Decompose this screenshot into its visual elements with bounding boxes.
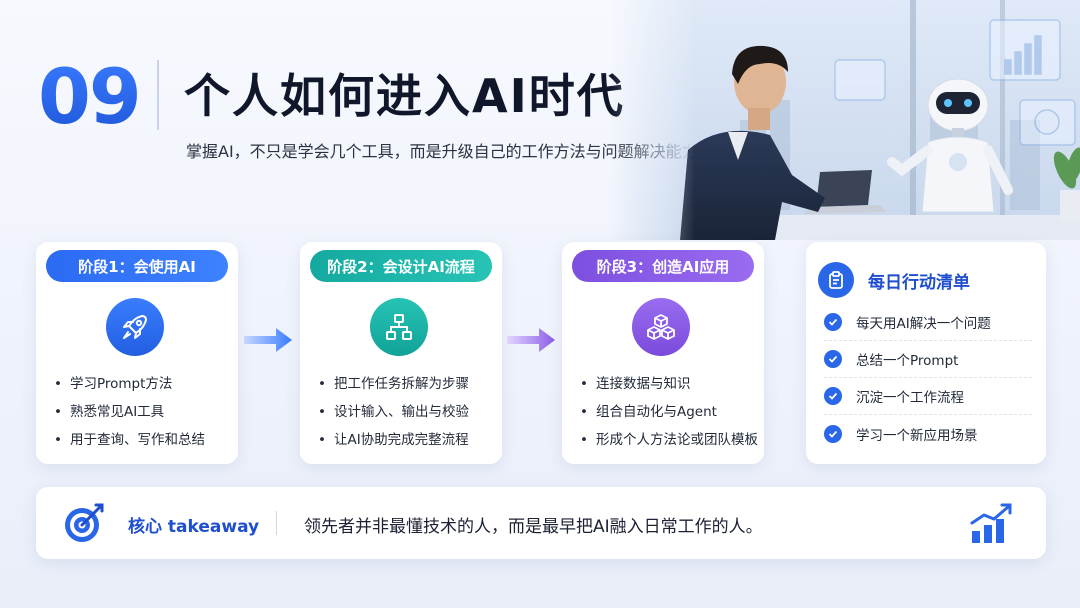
stage-1-bullets: 学习Prompt方法 熟悉常见AI工具 用于查询、写作和总结 xyxy=(54,370,205,454)
list-item: 连接数据与知识 xyxy=(580,370,758,398)
stage-3-bullets: 连接数据与知识 组合自动化与Agent 形成个人方法论或团队模板 xyxy=(580,370,758,454)
checklist-item-label: 学习一个新应用场景 xyxy=(856,427,978,444)
list-item: 设计输入、输出与校验 xyxy=(318,398,469,426)
takeaway-divider xyxy=(276,511,277,535)
hero-illustration xyxy=(610,0,1080,240)
checklist-item-label: 每天用AI解决一个问题 xyxy=(856,316,991,332)
list-item: 学习Prompt方法 xyxy=(54,370,205,398)
check-icon xyxy=(824,387,842,405)
list-item: 组合自动化与Agent xyxy=(580,398,758,426)
header-divider xyxy=(157,60,159,130)
stage-1-label: 阶段1：会使用AI xyxy=(46,250,228,282)
growth-chart-icon xyxy=(968,501,1014,545)
list-item: 用于查询、写作和总结 xyxy=(54,426,205,454)
check-icon xyxy=(824,424,842,443)
check-icon xyxy=(824,313,842,331)
stage-2-label: 阶段2：会设计AI流程 xyxy=(310,250,492,282)
checklist-item: 每天用AI解决一个问题 xyxy=(824,304,1032,341)
page-subtitle: 掌握AI，不只是学会几个工具，而是升级自己的工作方法与问题解决能力。 xyxy=(186,142,714,161)
checklist-item-label: 总结一个Prompt xyxy=(856,353,959,369)
checklist-header: 每日行动清单 xyxy=(818,262,970,298)
check-icon xyxy=(824,350,842,368)
takeaway-label: 核心 takeaway xyxy=(128,517,260,537)
arrow-right-icon xyxy=(244,328,292,352)
cubes-icon xyxy=(632,298,690,356)
stage-card-3: 阶段3：创造AI应用 连接数据与知识 组合自动化与Agent 形成个人方法论或团… xyxy=(562,242,764,464)
robot-figure xyxy=(887,78,1013,213)
takeaway-text: 领先者并非最懂技术的人，而是最早把AI融入日常工作的人。 xyxy=(304,517,763,537)
person-figure xyxy=(680,45,825,240)
daily-checklist-card: 每日行动清单 每天用AI解决一个问题 总结一个Prompt 沉淀一个工作流程 学… xyxy=(806,242,1046,464)
checklist-item-label: 沉淀一个工作流程 xyxy=(856,390,964,406)
list-item: 让AI协助完成完整流程 xyxy=(318,426,469,454)
target-icon xyxy=(62,501,106,545)
page-title: 个人如何进入AI时代 xyxy=(184,69,625,123)
checklist-item: 学习一个新应用场景 xyxy=(824,415,1032,452)
stage-2-bullets: 把工作任务拆解为步骤 设计输入、输出与校验 让AI协助完成完整流程 xyxy=(318,370,469,454)
section-number: 09 xyxy=(38,52,142,141)
checklist-items: 每天用AI解决一个问题 总结一个Prompt 沉淀一个工作流程 学习一个新应用场… xyxy=(824,304,1032,452)
rocket-icon xyxy=(106,298,164,356)
stage-card-2: 阶段2：会设计AI流程 把工作任务拆解为步骤 设计输入、输出与校验 让AI协助完… xyxy=(300,242,502,464)
checklist-item: 总结一个Prompt xyxy=(824,341,1032,378)
list-item: 熟悉常见AI工具 xyxy=(54,398,205,426)
stage-3-label: 阶段3：创造AI应用 xyxy=(572,250,754,282)
list-item: 形成个人方法论或团队模板 xyxy=(580,426,758,454)
flowchart-icon xyxy=(370,298,428,356)
clipboard-icon xyxy=(818,262,854,298)
stage-card-1: 阶段1：会使用AI 学习Prompt方法 熟悉常见AI工具 用于查询、写作和总结 xyxy=(36,242,238,464)
list-item: 把工作任务拆解为步骤 xyxy=(318,370,469,398)
checklist-title: 每日行动清单 xyxy=(868,272,970,293)
arrow-right-icon xyxy=(507,328,555,352)
checklist-item: 沉淀一个工作流程 xyxy=(824,378,1032,415)
takeaway-banner: 核心 takeaway 领先者并非最懂技术的人，而是最早把AI融入日常工作的人。 xyxy=(36,487,1046,559)
office-scene-image xyxy=(610,0,1080,240)
